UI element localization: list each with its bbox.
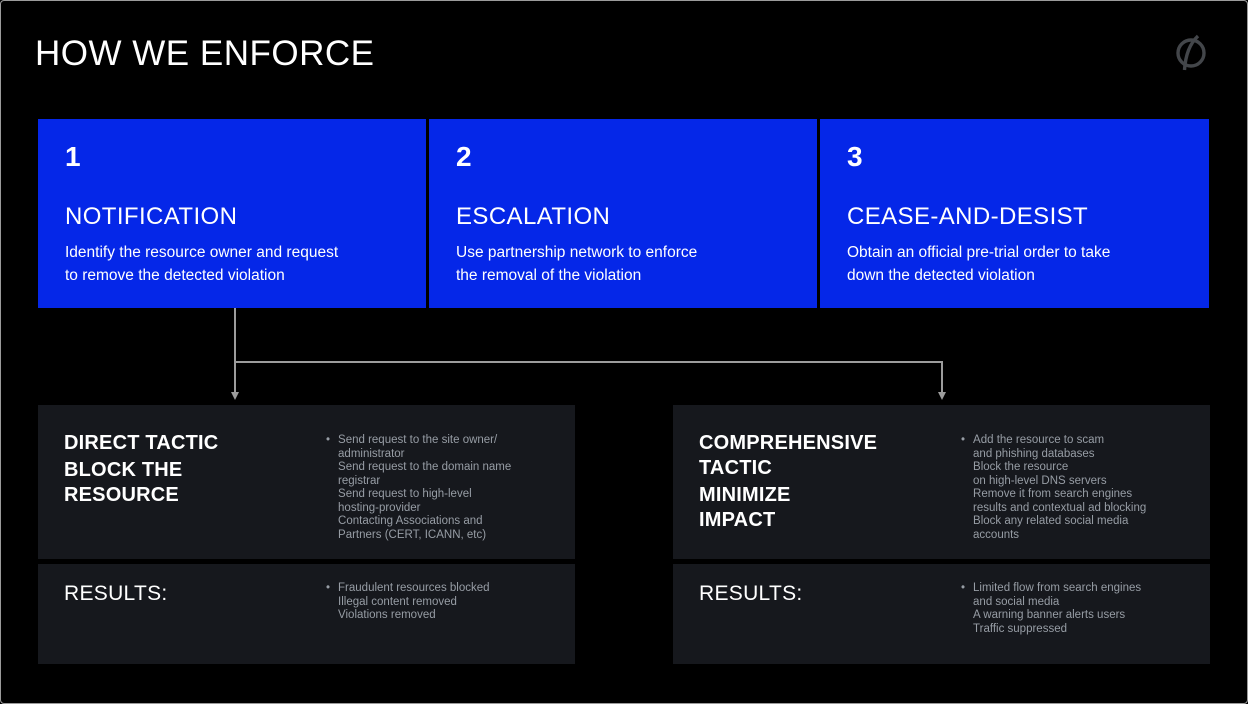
tactic-action-label: MINIMIZE IMPACT [699,484,791,531]
step-description: Identify the resource owner and request … [65,244,339,284]
results-label: RESULTS: [699,582,803,605]
results-label: RESULTS: [64,582,168,605]
connector-line-vertical-right [941,361,943,392]
step-description: Use partnership network to enforce the r… [456,244,698,284]
step-number: 3 [847,141,863,172]
tactic-bullet-list: • Add the resource to scam and phishing … [961,434,1208,542]
tactic-type-label: DIRECT TACTIC [64,432,219,454]
bullet-icon: • [961,434,966,446]
bullet-icon: • [326,434,331,446]
step-number: 2 [456,141,472,172]
tactic-type-label: COMPREHENSIVE TACTIC [699,432,878,479]
results-bullet-list: • Fraudulent resources blocked Illegal c… [326,582,573,623]
arrow-down-icon [937,392,946,400]
tactic-items: Send request to the site owner/ administ… [338,434,512,541]
step-title: NOTIFICATION [65,203,238,230]
page-title: HOW WE ENFORCE [35,34,375,73]
connector-line-vertical-left [234,308,236,392]
bullet-icon: • [326,582,331,594]
panel-comprehensive-results: RESULTS: • Limited flow from search engi… [673,564,1210,664]
arrow-down-icon [230,392,239,400]
brand-circle-slash-icon [1171,32,1211,72]
step-card-escalation: 2 ESCALATION Use partnership network to … [429,119,817,308]
panel-comprehensive-tactic: COMPREHENSIVE TACTIC MINIMIZE IMPACT • A… [673,405,1210,559]
panel-direct-results: RESULTS: • Fraudulent resources blocked … [38,564,575,664]
tactic-items: Add the resource to scam and phishing da… [973,434,1147,541]
tactic-heading: COMPREHENSIVE TACTIC MINIMIZE IMPACT [699,431,877,533]
tactic-heading: DIRECT TACTIC BLOCK THE RESOURCE [64,431,218,508]
step-card-cease-and-desist: 3 CEASE-AND-DESIST Obtain an official pr… [820,119,1209,308]
step-title: CEASE-AND-DESIST [847,203,1089,230]
step-card-notification: 1 NOTIFICATION Identify the resource own… [38,119,426,308]
step-number: 1 [65,141,81,172]
tactic-action-label: BLOCK THE RESOURCE [64,459,183,506]
bullet-icon: • [961,582,966,594]
panel-direct-tactic: DIRECT TACTIC BLOCK THE RESOURCE • Send … [38,405,575,559]
results-bullet-list: • Limited flow from search engines and s… [961,582,1208,636]
connector-line-horizontal [234,361,942,363]
step-description: Obtain an official pre-trial order to ta… [847,244,1111,284]
results-items: Limited flow from search engines and soc… [973,582,1142,635]
step-title: ESCALATION [456,203,611,230]
tactic-bullet-list: • Send request to the site owner/ admini… [326,434,573,542]
results-items: Fraudulent resources blocked Illegal con… [338,582,490,621]
